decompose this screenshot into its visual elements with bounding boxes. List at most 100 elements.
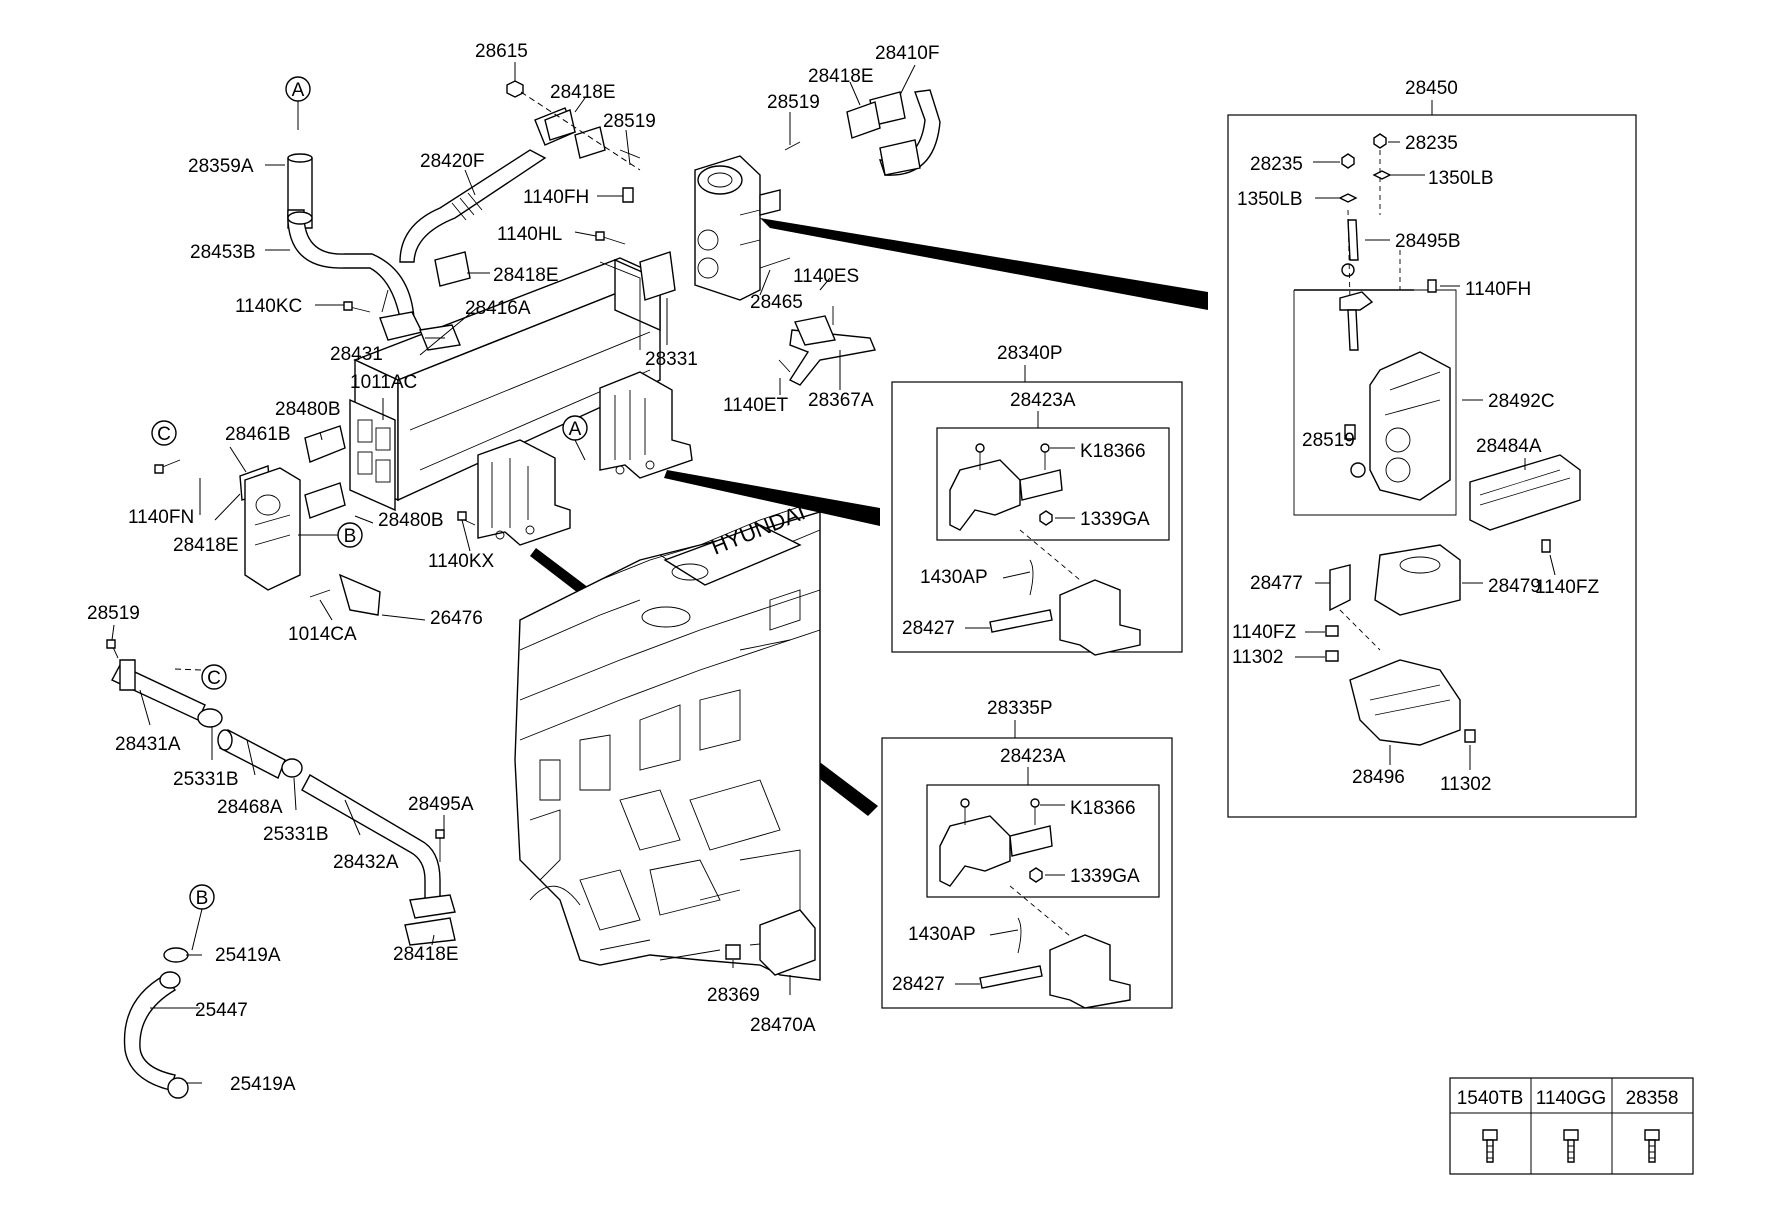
label-28340P: 28340P <box>997 343 1063 364</box>
callout-b-mid-letter: B <box>344 526 357 547</box>
label-1140FH-a: 1140FH <box>523 187 589 208</box>
pipe-28432A <box>301 774 456 946</box>
label-28235-b: 28235 <box>1405 133 1458 154</box>
hose-28468A <box>217 729 303 779</box>
label-28369: 28369 <box>707 985 760 1006</box>
bolt-icon-1540TB <box>1482 1129 1498 1163</box>
leader-lines <box>111 62 916 1084</box>
label-28461B: 28461B <box>225 424 291 445</box>
bolt-icon-1140GG <box>1563 1129 1579 1163</box>
label-1350LB-a: 1350LB <box>1237 189 1303 210</box>
kit-box-28340P: 28340P 28423A K18366 1339GA 1430AP 28427 <box>891 343 1183 656</box>
label-28519-c: 28519 <box>87 603 140 624</box>
label-K18366-a: K18366 <box>1080 441 1146 462</box>
label-28453B: 28453B <box>190 242 256 263</box>
label-1014CA: 1014CA <box>288 624 357 645</box>
kit-box-28335P: 28335P 28423A K18366 1339GA 1430AP 28427 <box>881 698 1173 1009</box>
label-11302-b: 11302 <box>1440 774 1491 795</box>
label-28495A: 28495A <box>408 794 474 815</box>
label-1140ES: 1140ES <box>793 266 859 287</box>
fastener-header-1540TB: 1540TB <box>1457 1088 1524 1109</box>
mount-right <box>599 371 693 479</box>
bolt-icon-28358 <box>1644 1129 1660 1163</box>
callout-b-low-letter: B <box>196 888 209 909</box>
egr-valve <box>694 155 781 301</box>
pipe-28431A <box>111 659 223 728</box>
label-1140ET: 1140ET <box>723 395 789 416</box>
callout-c-low <box>201 664 227 690</box>
label-28519-a: 28519 <box>603 111 656 132</box>
label-28470A: 28470A <box>750 1015 816 1036</box>
label-28420F: 28420F <box>420 151 484 172</box>
bracket-28367A <box>788 315 876 386</box>
label-25447: 25447 <box>195 1000 248 1021</box>
label-28335P: 28335P <box>987 698 1053 719</box>
kit-box-28450: 28450 28235 28235 1350LB 1350LB 28495B 1… <box>1227 78 1637 818</box>
label-1140KC: 1140KC <box>235 296 302 317</box>
label-28418E-d: 28418E <box>173 535 239 556</box>
label-28418E-b: 28418E <box>808 66 874 87</box>
callout-a-mid-letter: A <box>569 419 582 440</box>
label-28423A-b: 28423A <box>1000 746 1066 767</box>
label-1339GA-b: 1339GA <box>1070 866 1140 887</box>
label-28477: 28477 <box>1250 573 1303 594</box>
callout-c-low-letter: C <box>207 668 221 689</box>
label-1350LB-b: 1350LB <box>1428 168 1494 189</box>
label-28235-a: 28235 <box>1250 154 1303 175</box>
egr-cooler <box>349 257 662 512</box>
label-28519-b: 28519 <box>767 92 820 113</box>
callout-c-top-letter: C <box>157 424 171 445</box>
wedge-to-28450 <box>760 218 1208 310</box>
callout-a-top-letter: A <box>292 80 305 101</box>
label-28480B-a: 28480B <box>275 399 341 420</box>
part-labels-main: 28615 28410F 28418E 28418E 28519 28519 2… <box>87 41 939 1095</box>
label-28484A: 28484A <box>1476 436 1542 457</box>
label-28427-a: 28427 <box>902 618 955 639</box>
housing-28461B <box>244 425 381 616</box>
label-25419A-b: 25419A <box>230 1074 296 1095</box>
label-1140HL: 1140HL <box>497 224 562 245</box>
label-28432A: 28432A <box>333 852 399 873</box>
label-1140FZ-b: 1140FZ <box>1232 622 1296 643</box>
pipe-28410F <box>869 89 941 176</box>
label-1430AP-a: 1430AP <box>920 567 988 588</box>
pipe-28453B <box>287 153 461 351</box>
label-26476: 26476 <box>430 608 483 629</box>
hose-25447 <box>123 947 189 1099</box>
label-28465: 28465 <box>750 292 803 313</box>
label-K18366-b: K18366 <box>1070 798 1136 819</box>
label-28410F: 28410F <box>875 43 939 64</box>
label-11302-a: 11302 <box>1232 647 1283 668</box>
label-28416A: 28416A <box>465 298 531 319</box>
label-1339GA-a: 1339GA <box>1080 509 1150 530</box>
label-28423A-a: 28423A <box>1010 390 1076 411</box>
label-1140FZ-a: 1140FZ <box>1535 577 1599 598</box>
label-25331B-b: 25331B <box>263 824 329 845</box>
label-1140FH-b: 1140FH <box>1465 279 1531 300</box>
label-1011AC: 1011AC <box>350 372 417 393</box>
label-28479: 28479 <box>1488 576 1541 597</box>
label-1140FN: 1140FN <box>128 507 194 528</box>
label-28367A: 28367A <box>808 390 874 411</box>
label-28496: 28496 <box>1352 767 1405 788</box>
label-28431: 28431 <box>330 344 383 365</box>
label-25419A-a: 25419A <box>215 945 281 966</box>
callout-c-top <box>151 420 177 446</box>
fastener-header-28358: 28358 <box>1626 1088 1679 1109</box>
label-28495B: 28495B <box>1395 231 1461 252</box>
label-28450: 28450 <box>1405 78 1458 99</box>
fastener-table: 1540TB 1140GG 28358 <box>1449 1077 1694 1175</box>
label-28418E-a: 28418E <box>550 82 616 103</box>
wedge-to-28340P <box>664 470 880 526</box>
label-28615: 28615 <box>475 41 528 62</box>
label-28519-d: 28519 <box>1302 430 1355 451</box>
label-25331B-a: 25331B <box>173 769 239 790</box>
label-28331: 28331 <box>645 349 698 370</box>
label-1430AP-b: 1430AP <box>908 924 976 945</box>
label-28418E-e: 28418E <box>393 944 459 965</box>
mount-left <box>477 439 571 546</box>
label-28418E-c: 28418E <box>493 265 559 286</box>
label-28480B-b: 28480B <box>378 510 444 531</box>
label-28492C: 28492C <box>1488 391 1555 412</box>
